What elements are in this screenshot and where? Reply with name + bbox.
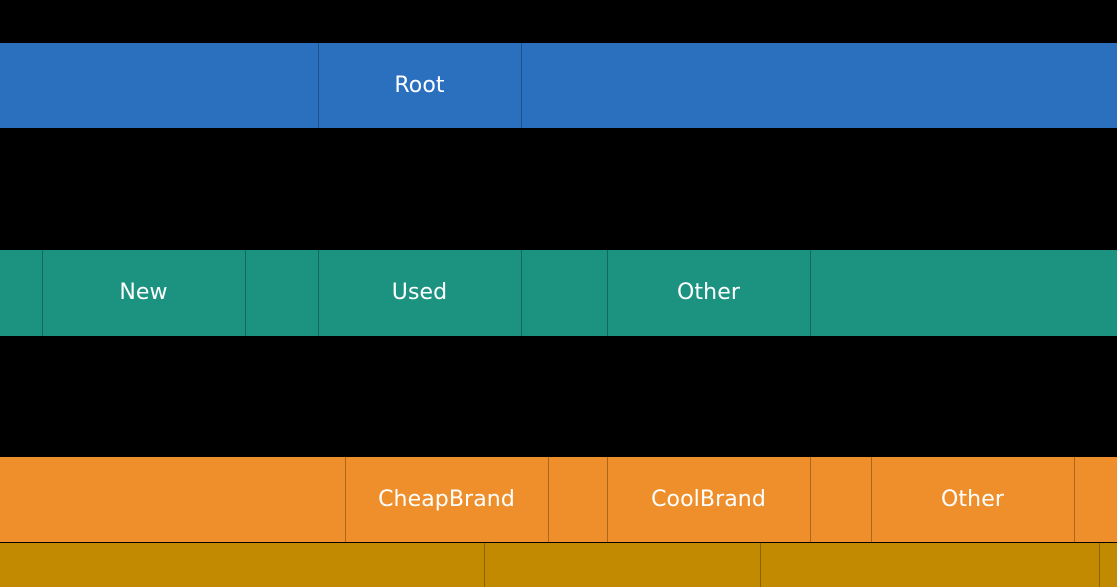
segment-divider	[810, 250, 811, 336]
icicle-node-brand-level-2[interactable]	[548, 457, 607, 542]
segment-divider	[42, 250, 43, 336]
segment-divider	[760, 543, 761, 587]
icicle-level-condition-level: New Used Other	[0, 250, 1117, 336]
icicle-node-brand-level-6[interactable]	[1074, 457, 1117, 542]
icicle-node-leaf-level-0[interactable]	[0, 543, 484, 587]
segment-divider	[245, 250, 246, 336]
node-label: New	[119, 280, 168, 305]
segment-divider	[1099, 543, 1100, 587]
icicle-node-condition-level-0[interactable]	[0, 250, 42, 336]
node-label: Used	[391, 280, 448, 305]
icicle-node-coolbrand[interactable]: CoolBrand	[607, 457, 810, 542]
segment-divider	[1074, 457, 1075, 542]
icicle-node-other[interactable]: Other	[871, 457, 1074, 542]
icicle-node-cheapbrand[interactable]: CheapBrand	[345, 457, 548, 542]
icicle-node-leaf-level-2[interactable]	[760, 543, 1099, 587]
segment-divider	[345, 457, 346, 542]
icicle-node-root-level-0[interactable]	[0, 43, 318, 128]
node-label: Other	[941, 486, 1004, 512]
icicle-node-root-level-2[interactable]	[521, 43, 1117, 128]
icicle-node-brand-level-0[interactable]	[0, 457, 345, 542]
segment-divider	[521, 43, 522, 128]
segment-divider	[484, 543, 485, 587]
segment-divider	[548, 457, 549, 542]
segment-divider	[810, 457, 811, 542]
icicle-node-root[interactable]: Root	[318, 43, 521, 128]
icicle-node-brand-level-4[interactable]	[810, 457, 871, 542]
icicle-node-new[interactable]: New	[42, 250, 245, 336]
segment-divider	[607, 457, 608, 542]
icicle-level-brand-level: CheapBrand CoolBrand Other	[0, 457, 1117, 542]
icicle-node-leaf-level-1[interactable]	[484, 543, 760, 587]
node-label: CoolBrand	[651, 486, 766, 512]
segment-divider	[521, 250, 522, 336]
icicle-level-leaf-level	[0, 543, 1117, 587]
segment-divider	[318, 43, 319, 128]
icicle-node-leaf-level-3[interactable]	[1099, 543, 1117, 587]
icicle-node-used[interactable]: Used	[318, 250, 521, 336]
node-label: Other	[677, 280, 740, 305]
segment-divider	[871, 457, 872, 542]
icicle-node-other[interactable]: Other	[607, 250, 810, 336]
icicle-node-condition-level-4[interactable]	[521, 250, 607, 336]
segment-divider	[318, 250, 319, 336]
node-label: Root	[394, 72, 445, 98]
icicle-node-condition-level-2[interactable]	[245, 250, 318, 336]
icicle-node-condition-level-6[interactable]	[810, 250, 1117, 336]
segment-divider	[607, 250, 608, 336]
icicle-level-root-level: Root	[0, 43, 1117, 128]
node-label: CheapBrand	[378, 486, 515, 512]
